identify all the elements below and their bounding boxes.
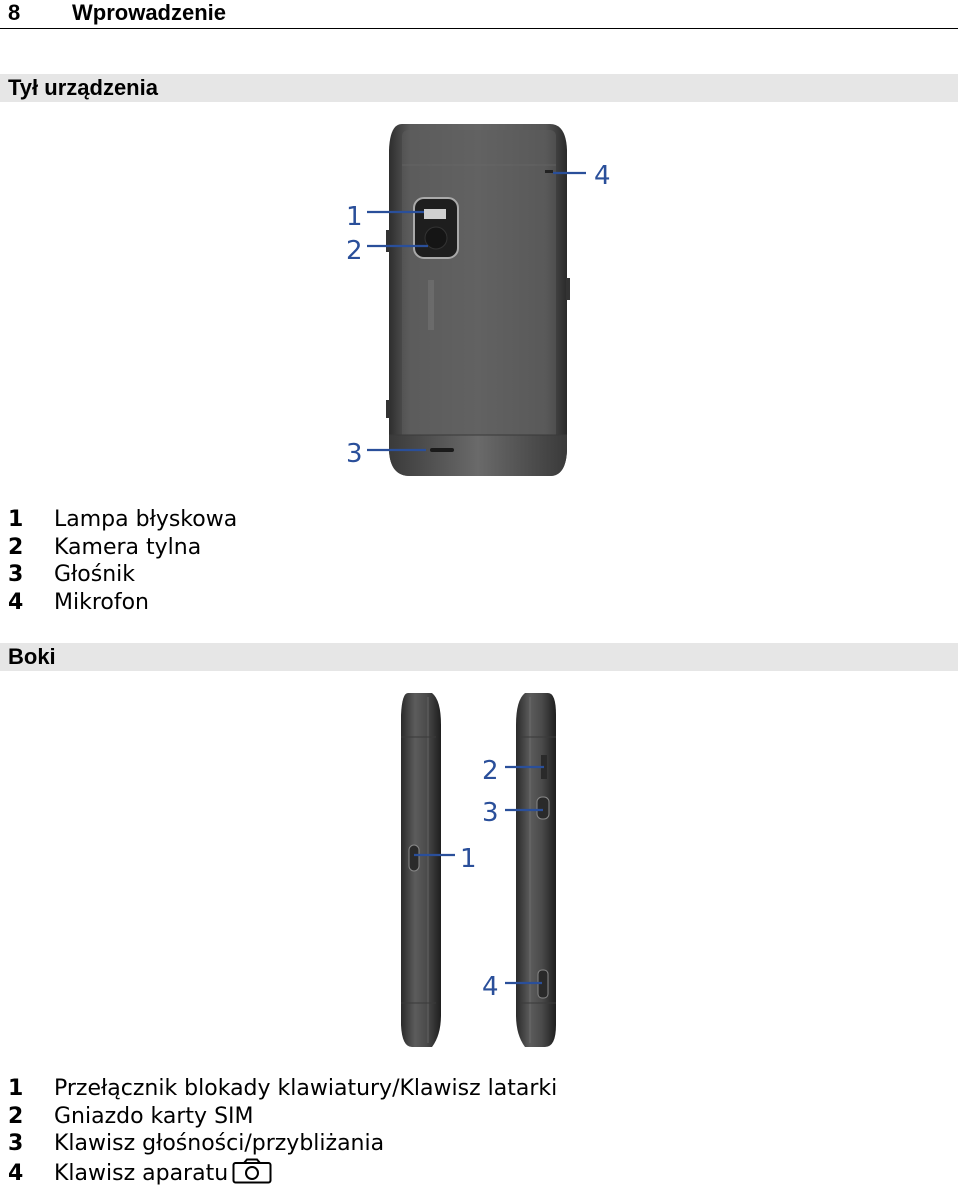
volume-key <box>537 797 549 819</box>
callout-label-4: 4 <box>594 161 611 191</box>
section-title-sides: Boki <box>8 643 56 671</box>
flash-icon <box>424 209 446 219</box>
side-callout-label-4: 4 <box>482 972 499 1002</box>
sides-illustration: 1 2 3 4 <box>0 685 960 1065</box>
page-header: 8 Wprowadzenie <box>0 0 958 29</box>
phone-left-side <box>401 693 441 1047</box>
side-callout-label-2: 2 <box>482 756 499 786</box>
phone-right-side <box>516 693 556 1047</box>
callout-label-1: 1 <box>346 202 363 232</box>
side-callout-label-1: 1 <box>460 844 477 874</box>
rear-camera-lens <box>425 227 447 249</box>
speaker-grille <box>430 448 454 452</box>
phone-back <box>386 124 570 476</box>
camera-icon <box>232 1158 272 1191</box>
callout-label-3: 3 <box>346 439 363 469</box>
side-callout-label-3: 3 <box>482 798 499 828</box>
lock-switch <box>409 845 419 871</box>
chapter-title: Wprowadzenie <box>72 0 226 26</box>
callout-label-2: 2 <box>346 236 363 266</box>
section-heading-back: Tył urządzenia <box>0 74 958 102</box>
page-number: 8 <box>8 0 20 26</box>
section-heading-sides: Boki <box>0 643 958 671</box>
section-title-back: Tył urządzenia <box>8 74 158 102</box>
